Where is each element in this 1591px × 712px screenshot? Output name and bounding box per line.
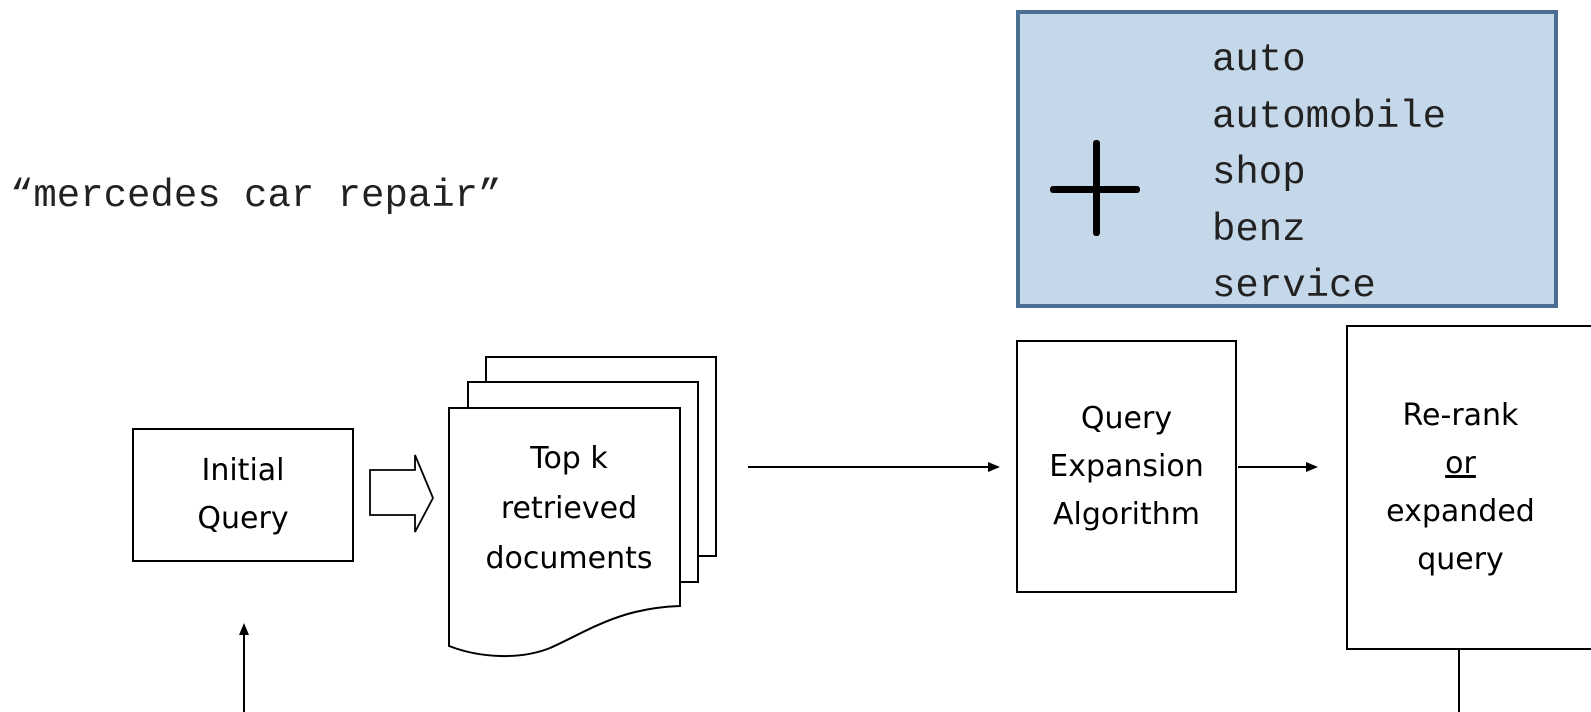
plus-icon bbox=[1050, 140, 1140, 236]
document-page-front bbox=[448, 407, 681, 658]
expansion-terms-list: auto automobile shop benz service bbox=[1212, 32, 1446, 315]
rerank-node: Re-rank or expanded query bbox=[1346, 325, 1591, 650]
expansion-term: automobile bbox=[1212, 94, 1447, 139]
expansion-term: service bbox=[1212, 264, 1376, 308]
expansion-term: benz bbox=[1212, 207, 1306, 252]
query-expansion-algorithm-node: Query Expansion Algorithm bbox=[1016, 340, 1237, 593]
expansion-term: shop bbox=[1212, 151, 1306, 195]
rerank-label: Re-rank or expanded query bbox=[1386, 397, 1535, 577]
expansion-term: auto bbox=[1212, 38, 1306, 82]
query-expansion-label: Query Expansion Algorithm bbox=[1049, 400, 1204, 532]
block-arrow-right bbox=[369, 454, 434, 533]
expansion-terms-panel: auto automobile shop benz service bbox=[1016, 10, 1558, 308]
initial-query-node: Initial Query bbox=[132, 428, 354, 562]
query-string: “mercedes car repair” bbox=[10, 174, 502, 218]
top-k-documents-label: Top k retrieved documents bbox=[485, 441, 653, 576]
initial-query-label: Initial Query bbox=[197, 453, 289, 536]
